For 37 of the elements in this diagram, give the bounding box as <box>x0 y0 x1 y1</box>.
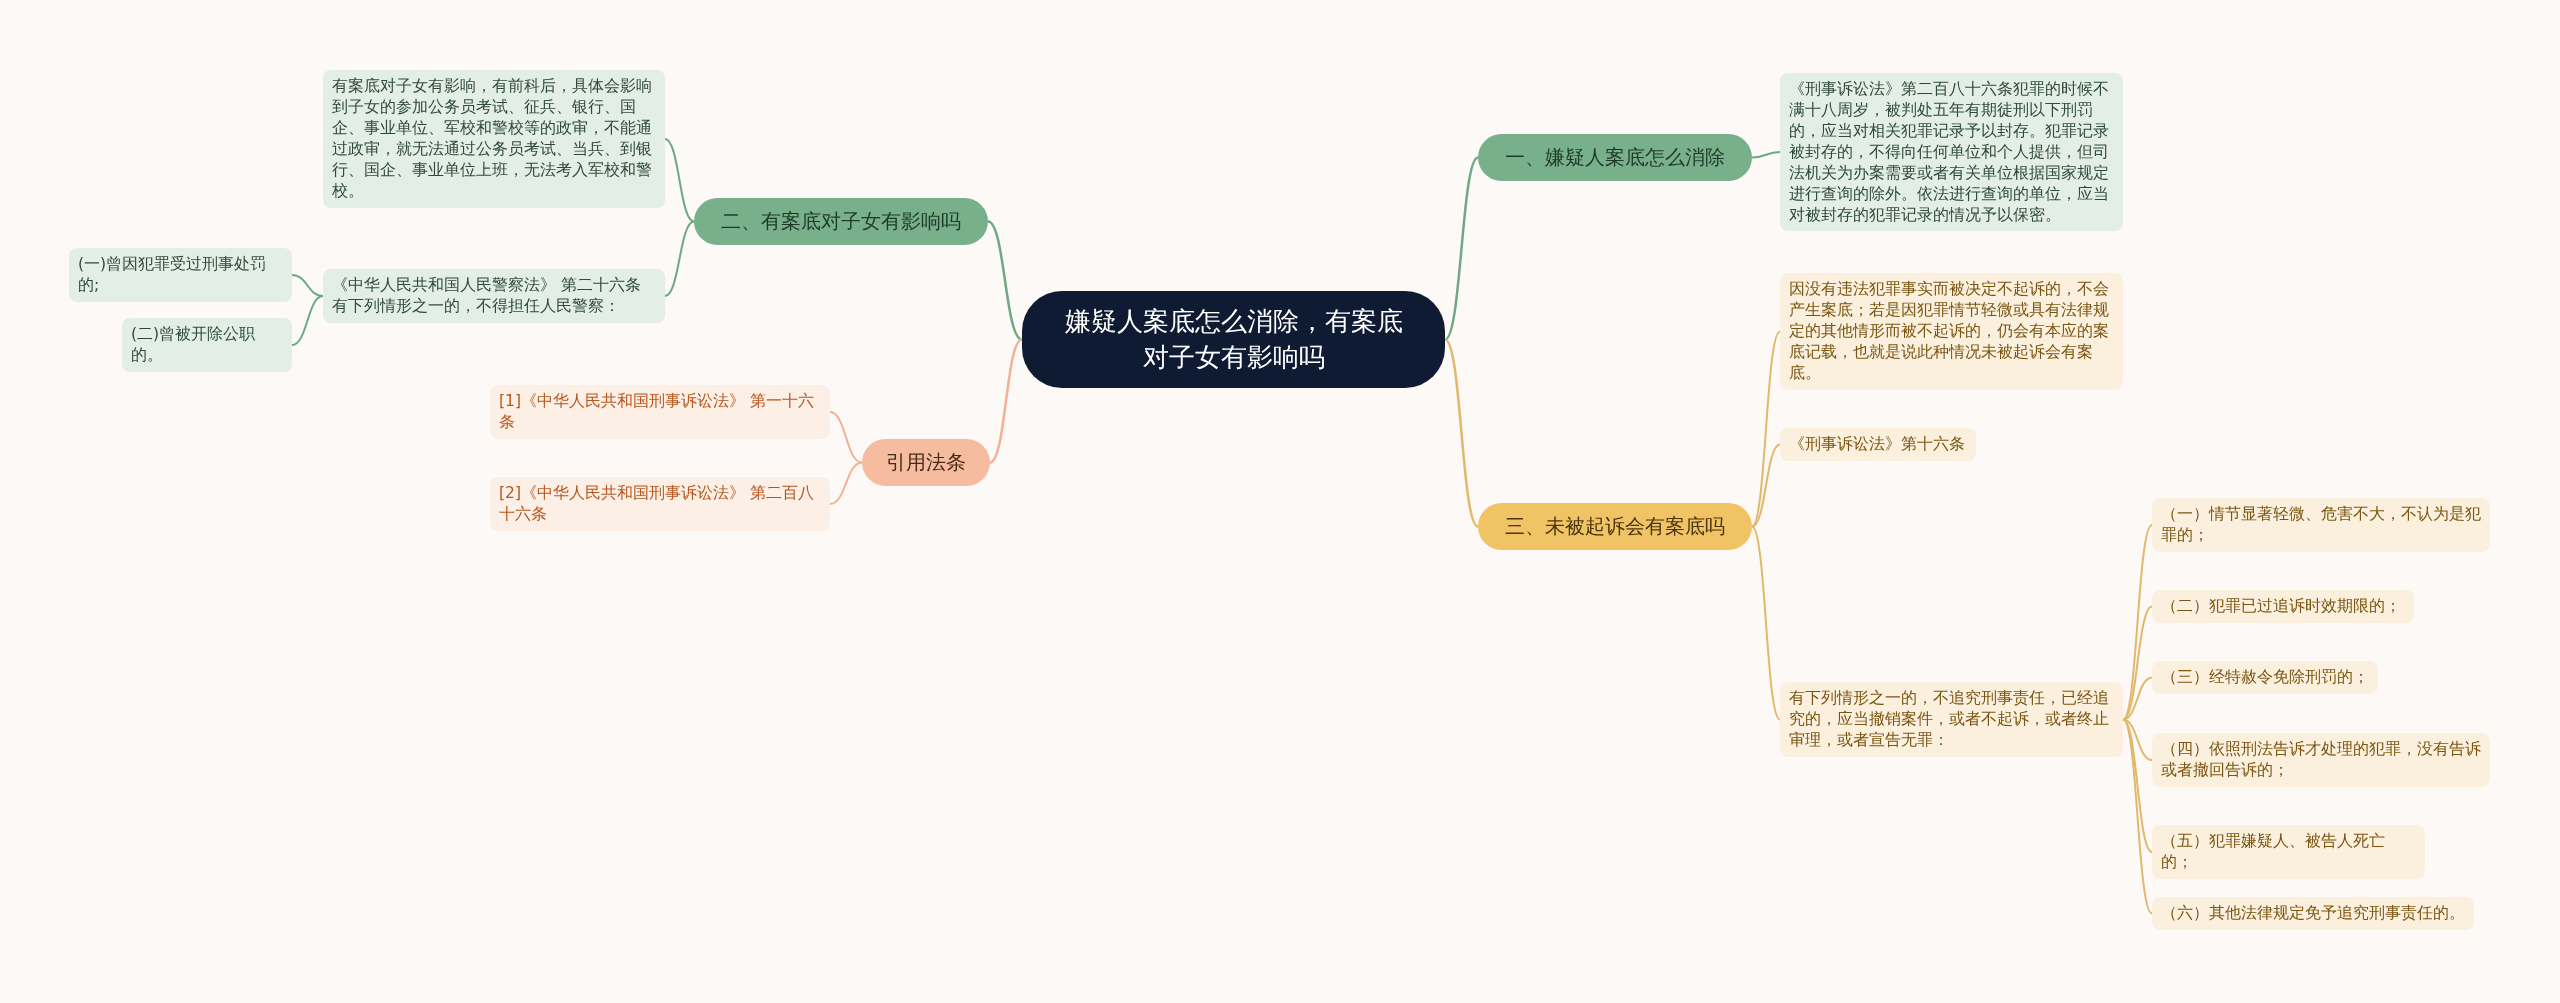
connector-line <box>664 220 695 297</box>
connector-line <box>664 138 695 223</box>
connector-line <box>2122 718 2153 915</box>
connector-line <box>1751 151 1781 159</box>
connector-line <box>291 295 324 346</box>
branch-topic: 三、未被起诉会有案底吗 <box>1478 503 1752 550</box>
subtopic-box: （五）犯罪嫌疑人、被告人死亡的； <box>2152 825 2425 879</box>
connector-line <box>1751 525 1781 721</box>
branch-topic: 引用法条 <box>862 439 990 486</box>
subtopic-box: (一)曾因犯罪受过刑事处罚的; <box>69 248 292 302</box>
connector-line <box>987 220 1023 341</box>
subtopic-box: 《刑事诉讼法》第十六条 <box>1780 428 1976 461</box>
subtopic-box: （六）其他法律规定免予追究刑事责任的。 <box>2152 897 2474 930</box>
connector-line <box>2122 605 2153 721</box>
connector-line <box>829 411 863 464</box>
subtopic-box: [1]《中华人民共和国刑事诉讼法》 第一十六条 <box>490 385 830 439</box>
subtopic-box: （二）犯罪已过追诉时效期限的； <box>2152 590 2414 623</box>
central-topic: 嫌疑人案底怎么消除，有案底对子女有影响吗 <box>1022 291 1445 388</box>
connector-line <box>989 338 1023 464</box>
subtopic-box: （三）经特赦令免除刑罚的； <box>2152 661 2378 694</box>
subtopic-box: （一）情节显著轻微、危害不大，不认为是犯罪的； <box>2152 498 2490 552</box>
subtopic-box: 《刑事诉讼法》第二百八十六条犯罪的时候不满十八周岁，被判处五年有期徒刑以下刑罚的，应当对相关犯罪记录予以封存。犯罪记录被封存的，不得向任何单位和个人提供，但司法机关为办案需要或者有关单位根据国家规定进行查询的除外。依法进行查询的单位，应当对被封存的犯罪记录的情况予以保密。 <box>1780 73 2123 232</box>
subtopic-box: 《中华人民共和国人民警察法》 第二十六条有下列情形之一的，不得担任人民警察： <box>323 269 665 323</box>
connector-line <box>829 461 863 505</box>
subtopic-box: 有下列情形之一的，不追究刑事责任，已经追究的，应当撤销案件，或者不起诉，或者终止审理，或者宣告无罪： <box>1780 682 2123 757</box>
connector-line <box>1751 330 1781 528</box>
connector-line <box>1444 156 1479 341</box>
connector-line <box>1751 443 1781 528</box>
branch-topic: 一、嫌疑人案底怎么消除 <box>1478 134 1752 181</box>
subtopic-box: (二)曾被开除公职的。 <box>122 318 292 372</box>
connector-line <box>1444 338 1479 528</box>
subtopic-box: 因没有违法犯罪事实而被决定不起诉的，不会产生案底；若是因犯罪情节轻微或具有法律规定的其他情形而被不起诉的，仍会有本应的案底记载，也就是说此种情况未被起诉会有案底。 <box>1780 273 2123 390</box>
subtopic-box: （四）依照刑法告诉才处理的犯罪，没有告诉或者撤回告诉的； <box>2152 733 2490 787</box>
connector-line <box>2122 524 2153 721</box>
subtopic-box: 有案底对子女有影响，有前科后，具体会影响到子女的参加公务员考试、征兵、银行、国企、事业单位、军校和警校等的政审，不能通过政审，就无法通过公务员考试、当兵、到银行、国企、事业单位上班，无法考入军校和警校。 <box>323 70 665 208</box>
branch-topic: 二、有案底对子女有影响吗 <box>694 198 988 245</box>
subtopic-box: [2]《中华人民共和国刑事诉讼法》 第二百八十六条 <box>490 477 830 531</box>
